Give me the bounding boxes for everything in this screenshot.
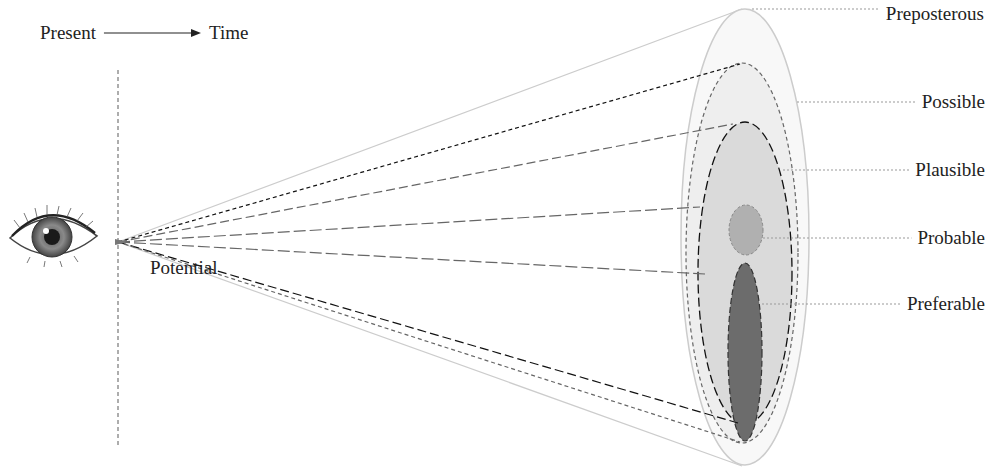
- leader-line: [797, 101, 916, 102]
- zone-label: Preposterous: [886, 3, 984, 25]
- ray: [118, 64, 740, 242]
- zone-label: Possible: [922, 91, 985, 113]
- eye-icon: [10, 205, 97, 267]
- arrow-head: [191, 29, 201, 37]
- leader-line: [763, 237, 911, 238]
- probable-ellipse: [729, 205, 763, 255]
- zone-label: Plausible: [915, 159, 985, 181]
- zone-label: Probable: [917, 227, 985, 249]
- axis-label: Time: [209, 22, 248, 44]
- potential-label: Potential: [150, 257, 218, 279]
- ray: [118, 207, 700, 242]
- zone-label: Preferable: [907, 293, 985, 315]
- preposterous-ellipse: [681, 9, 809, 465]
- axis-label: Present: [40, 22, 96, 44]
- cone-edge: [118, 9, 742, 242]
- preferable-ellipse: [728, 263, 762, 441]
- possible-ellipse: [686, 63, 798, 443]
- leader-line: [783, 169, 909, 170]
- cone-edge: [118, 242, 742, 466]
- present-line: [117, 70, 118, 446]
- leader-line: [762, 303, 901, 304]
- ray: [118, 124, 733, 242]
- time-arrow: [104, 32, 193, 33]
- ray: [118, 242, 738, 423]
- apex: [115, 239, 128, 245]
- ray: [118, 242, 740, 442]
- leader-line: [752, 8, 880, 9]
